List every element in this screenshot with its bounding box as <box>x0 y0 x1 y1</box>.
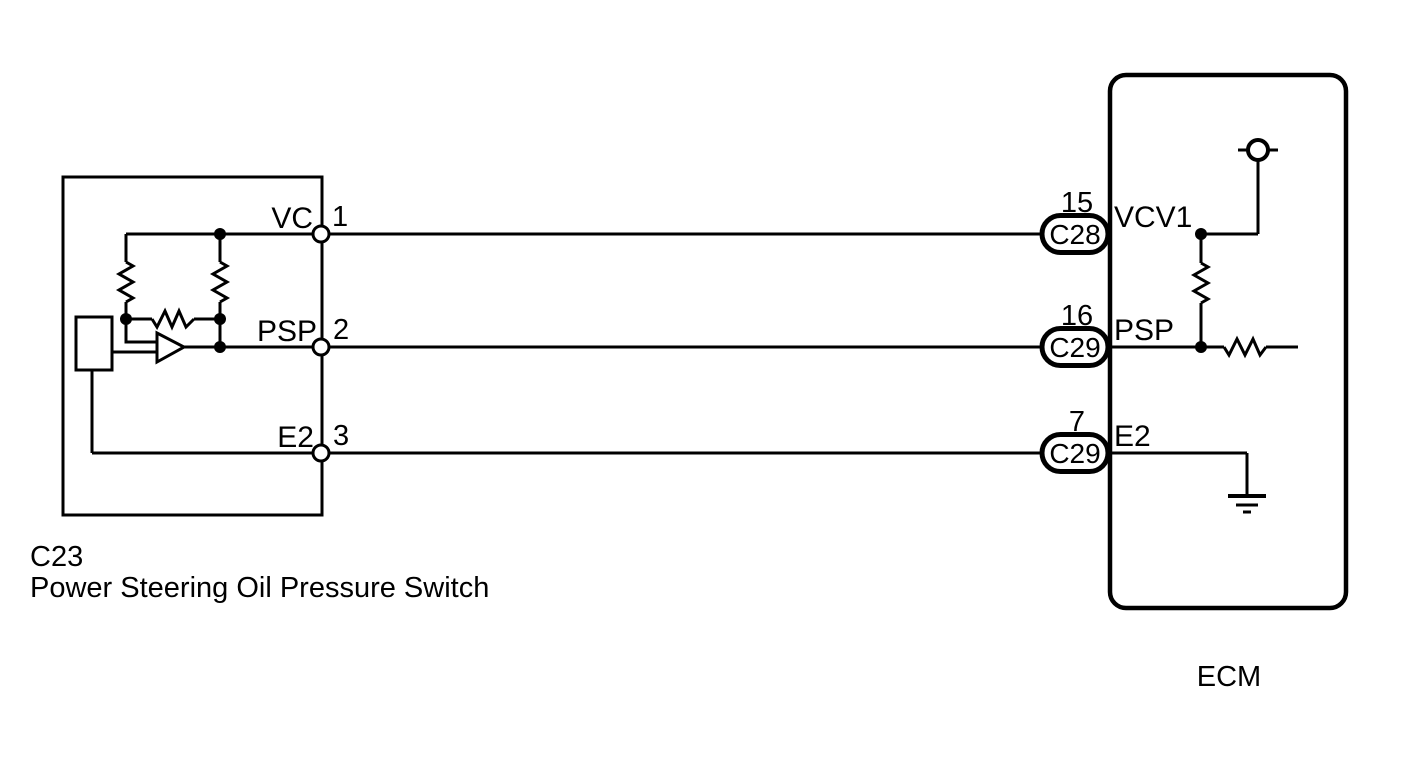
ecm-name: ECM <box>1197 661 1261 693</box>
ecm-connector-ovals <box>1039 213 1111 474</box>
resistor-icon <box>209 260 231 304</box>
c23-junction-dots <box>120 228 226 353</box>
ecm-label-e2: E2 <box>1114 420 1151 453</box>
pressure-switch-element-icon <box>74 315 114 372</box>
ecm-pin-15: 15 <box>1061 187 1093 219</box>
junction-dot <box>214 341 226 353</box>
terminal-circle-3 <box>311 443 331 463</box>
ecm-internal-circuit <box>1190 148 1278 496</box>
junction-dot <box>120 313 132 325</box>
connector-oval-c28 <box>1039 213 1111 255</box>
c23-component-name: Power Steering Oil Pressure Switch <box>30 572 489 604</box>
terminal-pin-1: 1 <box>332 201 348 233</box>
connector-oval-c29-psp <box>1039 326 1111 368</box>
connector-code-c29-psp: C29 <box>1049 332 1100 363</box>
power-source-icon <box>1246 138 1270 162</box>
ecm-junction-dots <box>1195 228 1207 353</box>
terminal-circle-2 <box>311 337 331 357</box>
connector-oval-c29-e2 <box>1039 432 1111 474</box>
c23-terminals <box>311 224 331 463</box>
resistor-icon <box>150 307 196 331</box>
ecm-label-psp: PSP <box>1114 314 1174 347</box>
ecm-label-vcv1: VCV1 <box>1114 201 1192 234</box>
resistor-icon <box>1222 335 1268 359</box>
resistor-icon <box>1190 261 1212 305</box>
terminal-label-psp: PSP <box>257 315 317 348</box>
ecm-box <box>1107 72 1349 611</box>
terminal-pin-2: 2 <box>333 314 349 346</box>
terminal-label-e2: E2 <box>277 421 314 454</box>
resistor-icon <box>115 260 137 304</box>
junction-dot <box>1195 228 1207 240</box>
connector-code-c29-e2: C29 <box>1049 438 1100 469</box>
ground-icon <box>1228 494 1266 514</box>
c23-connector-id: C23 <box>30 541 83 573</box>
terminal-label-vc: VC <box>271 202 313 235</box>
junction-dot <box>214 313 226 325</box>
terminal-pin-3: 3 <box>333 420 349 452</box>
op-amp-icon <box>155 330 188 365</box>
connector-code-c28: C28 <box>1049 219 1100 250</box>
junction-dot <box>1195 341 1207 353</box>
junction-dot <box>214 228 226 240</box>
ecm-pin-16: 16 <box>1061 300 1093 332</box>
terminal-circle-1 <box>311 224 331 244</box>
ecm-pin-7: 7 <box>1069 406 1085 438</box>
wire-segment <box>124 319 157 344</box>
